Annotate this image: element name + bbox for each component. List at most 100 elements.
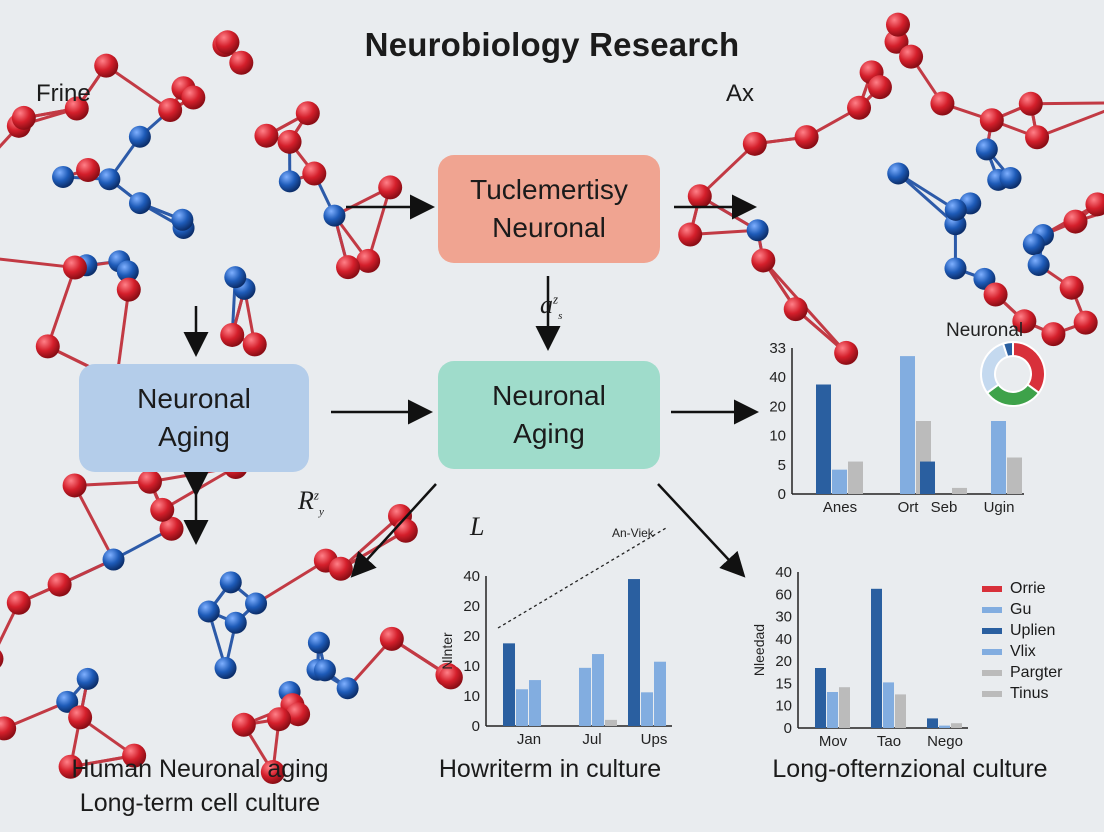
bar (939, 725, 950, 728)
blue-atom (1027, 253, 1050, 276)
legend-item: Gu (982, 601, 1031, 619)
blue-atom (52, 165, 75, 188)
x-tick-label: Seb (931, 499, 958, 516)
red-atom (899, 44, 924, 69)
bar (920, 461, 935, 494)
molecule-top-right (678, 12, 1104, 365)
blue-atom (323, 204, 346, 227)
y-tick-label: 10 (769, 428, 786, 445)
y-tick-label: 60 (775, 586, 792, 603)
y-tick-label: 33 (769, 340, 786, 357)
bar (628, 579, 640, 726)
blue-atom (944, 198, 967, 221)
red-atom (0, 650, 4, 668)
red-atom (983, 282, 1008, 307)
blue-atom (56, 690, 79, 713)
red-atom (76, 157, 101, 182)
red-atom (150, 497, 175, 522)
blue-atom (999, 166, 1022, 189)
red-atom (783, 297, 808, 322)
bar (605, 719, 617, 726)
legend-label: Tinus (1010, 685, 1049, 702)
x-tick-label: Mov (819, 733, 848, 750)
y-tick-label: 20 (775, 653, 792, 670)
y-tick-label: 15 (775, 675, 792, 692)
red-atom (0, 716, 17, 741)
legend-swatch (982, 607, 1002, 613)
red-atom (64, 96, 89, 121)
caption-middle: Howriterm in culture (438, 755, 662, 783)
red-atom (62, 473, 87, 498)
red-atom (1012, 309, 1037, 334)
red-atom (116, 277, 141, 302)
red-atom (930, 91, 955, 116)
red-atom (137, 469, 162, 494)
corner-label-left: Frine (36, 80, 91, 107)
red-atom (254, 123, 279, 148)
red-atom (62, 255, 87, 280)
y-tick-label: 5 (778, 457, 786, 474)
red-atom (742, 131, 767, 156)
legend-swatch (982, 670, 1002, 676)
bar (654, 661, 666, 726)
legend-label: Pargter (1010, 664, 1063, 681)
red-atom (231, 712, 256, 737)
blue-atom (98, 168, 121, 191)
bar (839, 687, 850, 728)
caption-left: Human Neuronal aging Long-term cell cult… (71, 755, 329, 817)
y-tick-label: 0 (784, 720, 792, 737)
red-atom (328, 556, 353, 581)
red-atom (847, 95, 872, 120)
red-atom (220, 322, 245, 347)
bar (951, 723, 962, 728)
math-label-r: Rzy (298, 486, 324, 519)
blue-atom (128, 125, 151, 148)
y-tick-label: 0 (472, 718, 480, 735)
x-tick-label: Ort (898, 499, 920, 516)
red-atom (379, 626, 404, 651)
red-atom (94, 53, 119, 78)
legend-swatch (982, 586, 1002, 592)
legend-label: Vlix (1010, 643, 1036, 660)
red-atom (885, 12, 910, 37)
legend-label: Uplien (1010, 622, 1056, 639)
donut-slice (1001, 340, 1014, 359)
bar (592, 654, 604, 726)
x-tick-label: Nego (927, 733, 963, 750)
blue-atom (116, 260, 139, 283)
red-atom (336, 255, 361, 280)
red-atom (302, 161, 327, 186)
math-label-a: azs (540, 290, 563, 323)
blue-atom (224, 611, 247, 634)
blue-atom (746, 219, 769, 242)
blue-atom (171, 208, 194, 231)
red-atom (295, 101, 320, 126)
bar (579, 667, 591, 726)
legend-swatch (982, 628, 1002, 634)
donut-slice (980, 342, 1009, 395)
red-atom (122, 743, 147, 768)
bar (1007, 457, 1022, 494)
red-atom (58, 754, 83, 779)
arrow-center-to-chart-right (657, 483, 746, 578)
x-tick-label: Tao (877, 733, 901, 750)
red-atom (393, 518, 418, 543)
molecule-top-left (0, 30, 403, 393)
blue-atom (336, 677, 359, 700)
blue-atom (313, 659, 336, 682)
red-atom (1063, 209, 1088, 234)
red-atom (1041, 322, 1066, 347)
chart-annotation: An-Viek (612, 526, 655, 540)
red-atom (286, 702, 311, 727)
box-neuronal-aging-left: Neuronal Aging (79, 364, 309, 472)
legend-label: Orrie (1010, 580, 1046, 597)
legend-item: Pargter (982, 664, 1062, 682)
red-atom (242, 332, 267, 357)
trend-line (497, 527, 667, 629)
box-neuronal-aging-center: Neuronal Aging (438, 361, 660, 469)
y-axis-label: Nleedad (751, 624, 767, 676)
y-tick-label: 10 (775, 698, 792, 715)
bar (848, 461, 863, 494)
